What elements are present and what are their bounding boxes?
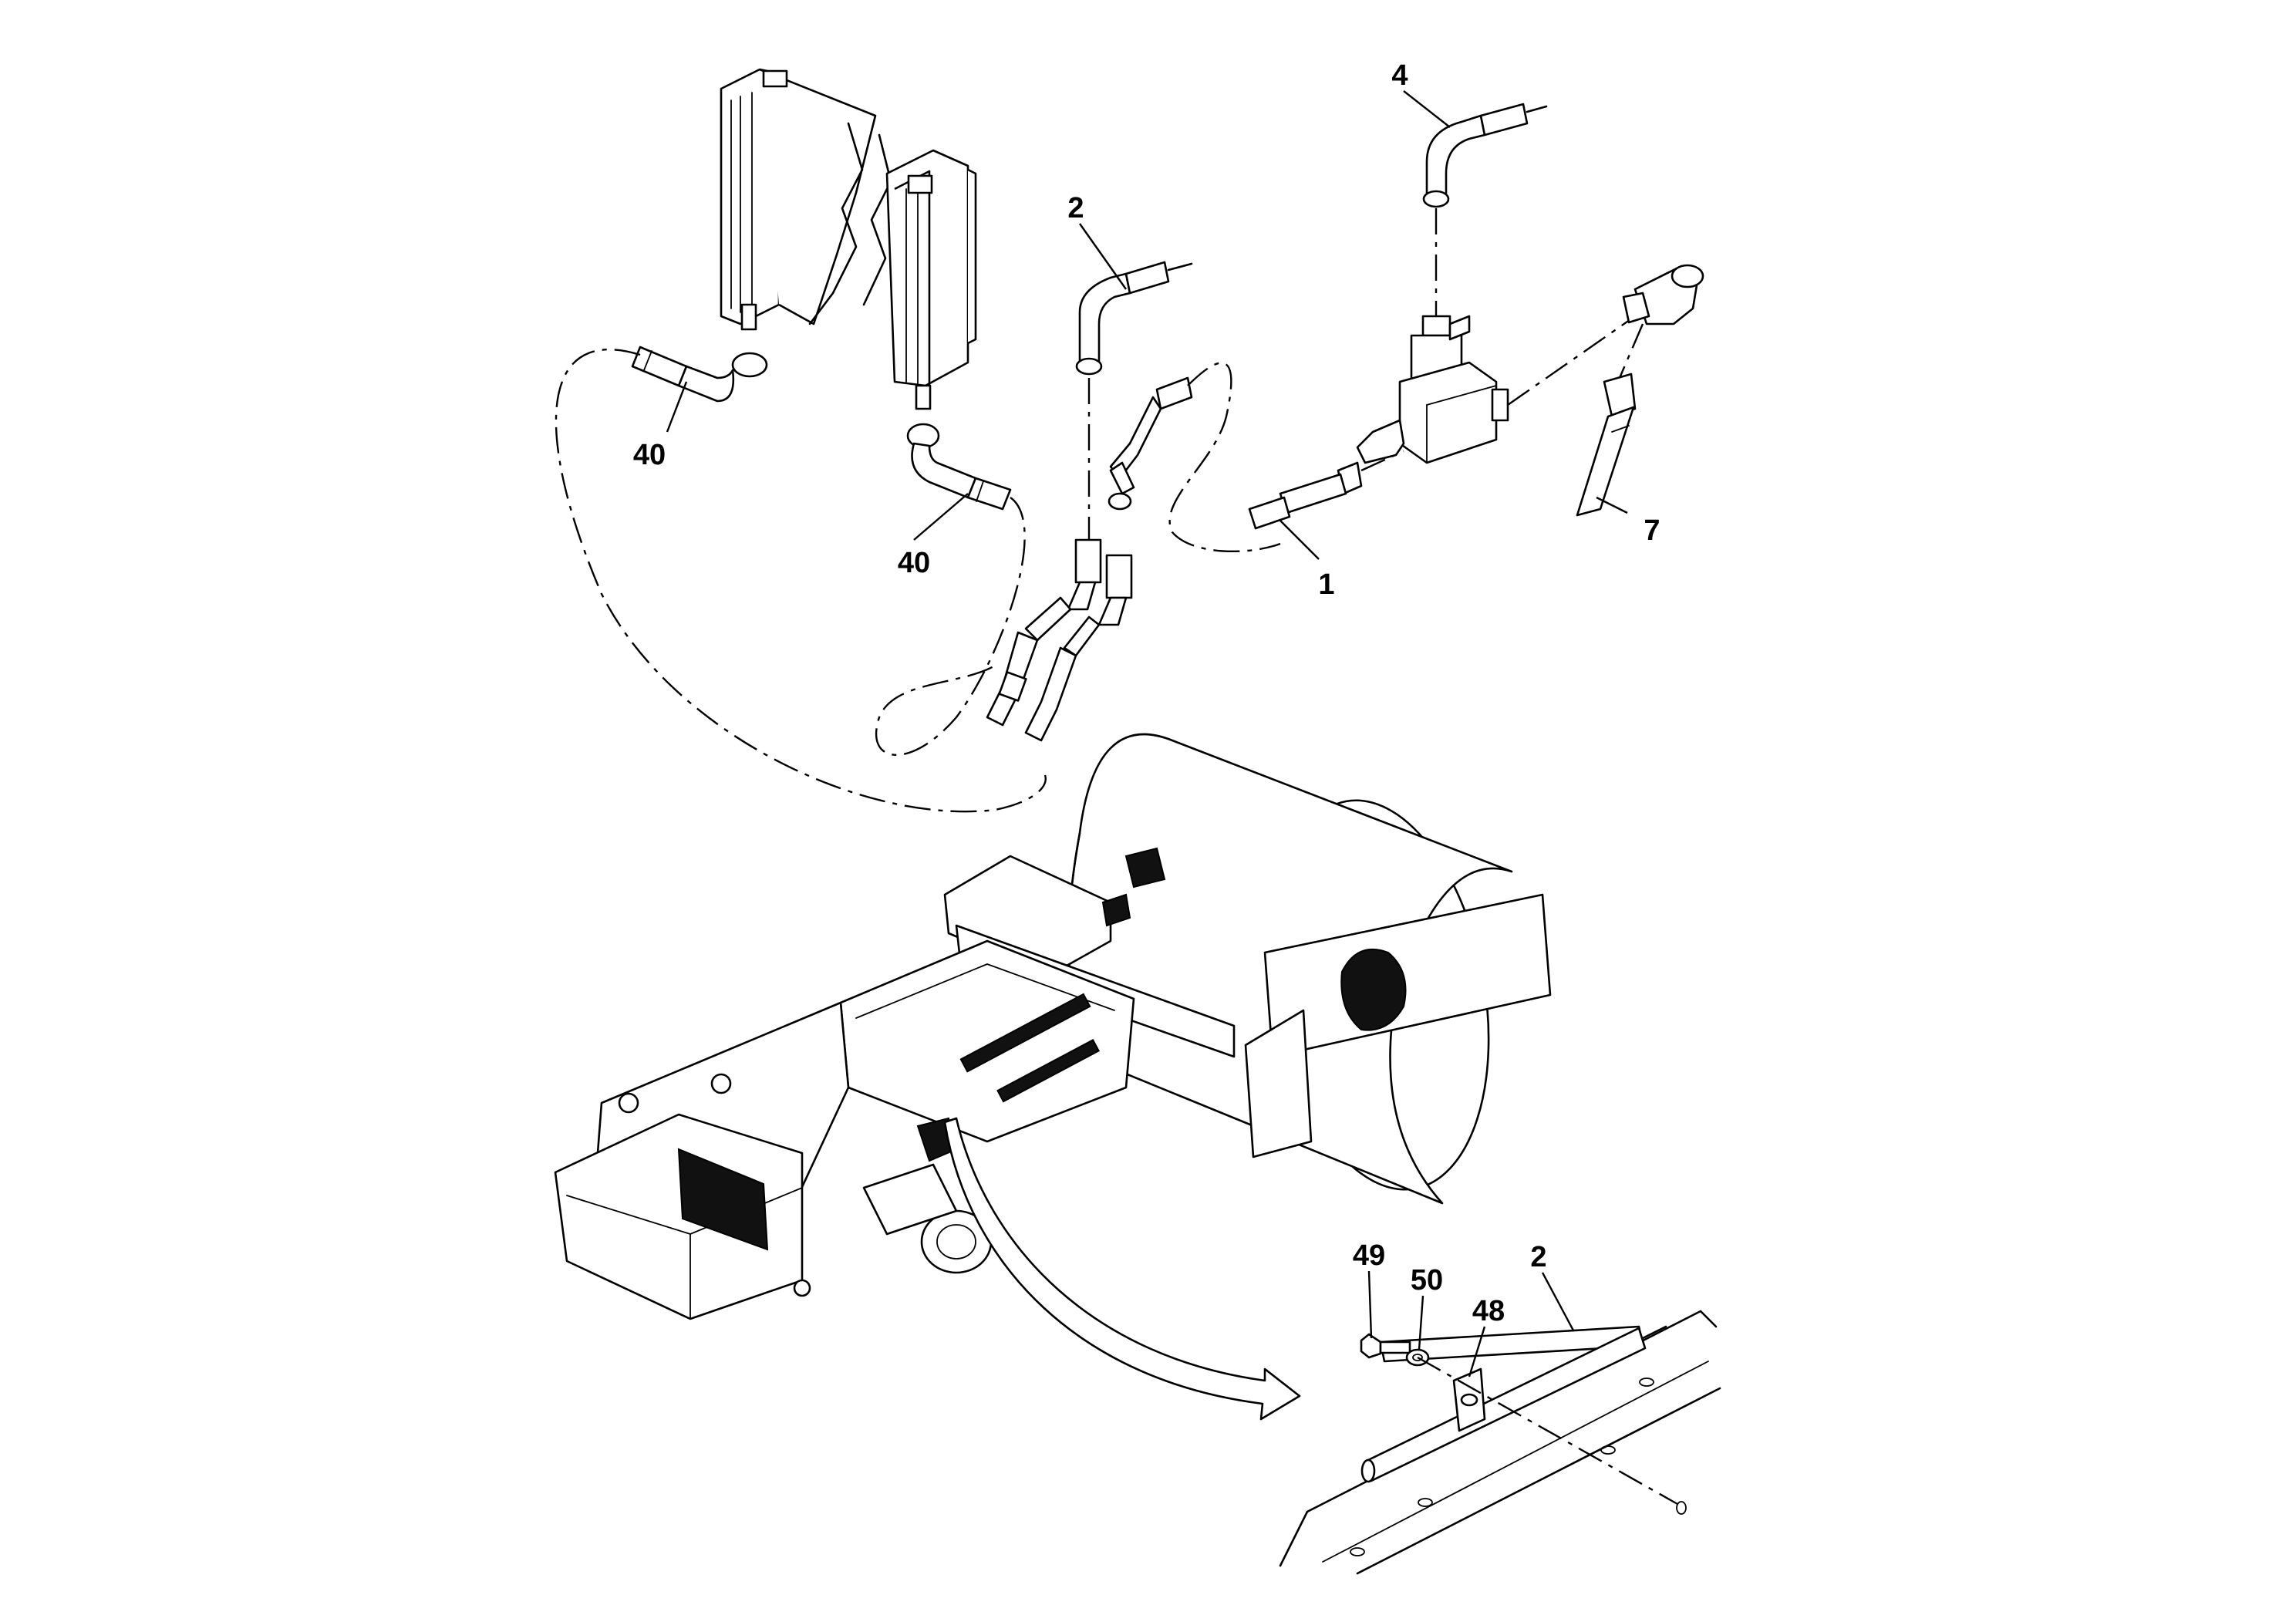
- hose-4: [1422, 103, 1548, 208]
- callout-leaders: [666, 90, 1628, 1378]
- detail-arrow: [943, 1117, 1301, 1421]
- callout-40-right: 40: [898, 547, 930, 579]
- callout-49: 49: [1353, 1239, 1385, 1272]
- callout-50: 50: [1411, 1264, 1443, 1297]
- callout-2-detail: 2: [1530, 1241, 1546, 1273]
- callout-48: 48: [1472, 1295, 1505, 1327]
- oil-cooler: [720, 68, 977, 410]
- hose-2: [1075, 261, 1193, 376]
- hose-middle: [1024, 376, 1193, 742]
- callout-2-top: 2: [1067, 192, 1084, 224]
- fitting-elbow-left: [986, 538, 1102, 727]
- hose-40-left: [631, 346, 768, 403]
- hose-40-right: [906, 423, 1012, 511]
- detail-view-clamp: [1279, 1310, 1721, 1575]
- callout-7: 7: [1644, 514, 1660, 547]
- callout-1: 1: [1318, 568, 1334, 601]
- adapter-1-dashline: [1360, 450, 1404, 472]
- hose-route-40-right: [875, 497, 1026, 756]
- roller-compactor-machine: [554, 733, 1552, 1320]
- hose-route-left-loop: [555, 349, 1047, 813]
- callout-4: 4: [1391, 59, 1408, 92]
- hose-7: [1576, 264, 1704, 517]
- relief-valve-block: [1356, 315, 1509, 464]
- swivel-dashline: [1618, 323, 1644, 379]
- callout-40-left: 40: [633, 439, 666, 471]
- valve-to-swivel-dashline: [1507, 315, 1636, 406]
- adapter-1: [1248, 461, 1363, 530]
- hose-middle-dashloop: [1168, 362, 1281, 552]
